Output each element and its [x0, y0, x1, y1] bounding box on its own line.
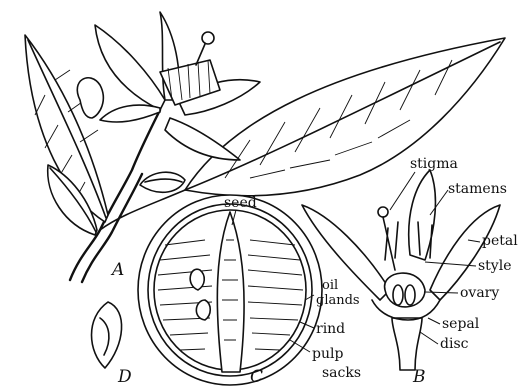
stigma-knob [378, 207, 388, 217]
label-pulp: pulp [312, 346, 343, 362]
label-stigma: stigma [410, 156, 458, 172]
label-ovary: ovary [460, 285, 499, 301]
label-stamens: stamens [448, 181, 507, 197]
label-b: B [412, 367, 426, 387]
label-glands: glands [316, 293, 360, 308]
label-disc: disc [440, 336, 469, 352]
fruit-cross-section-c: C [138, 195, 322, 387]
label-a: A [110, 260, 124, 280]
label-sepal: sepal [442, 316, 480, 332]
label-c: C [250, 367, 263, 387]
label-petal: petal [482, 233, 518, 249]
label-style: style [478, 258, 511, 274]
label-sacks: sacks [322, 365, 361, 381]
label-rind: rind [316, 321, 345, 337]
label-oil: oil [322, 278, 338, 293]
seed-d: D [92, 302, 133, 387]
label-seed: seed [224, 195, 257, 211]
seed-outline [92, 302, 122, 368]
ovary [385, 273, 425, 307]
label-d: D [117, 367, 132, 387]
